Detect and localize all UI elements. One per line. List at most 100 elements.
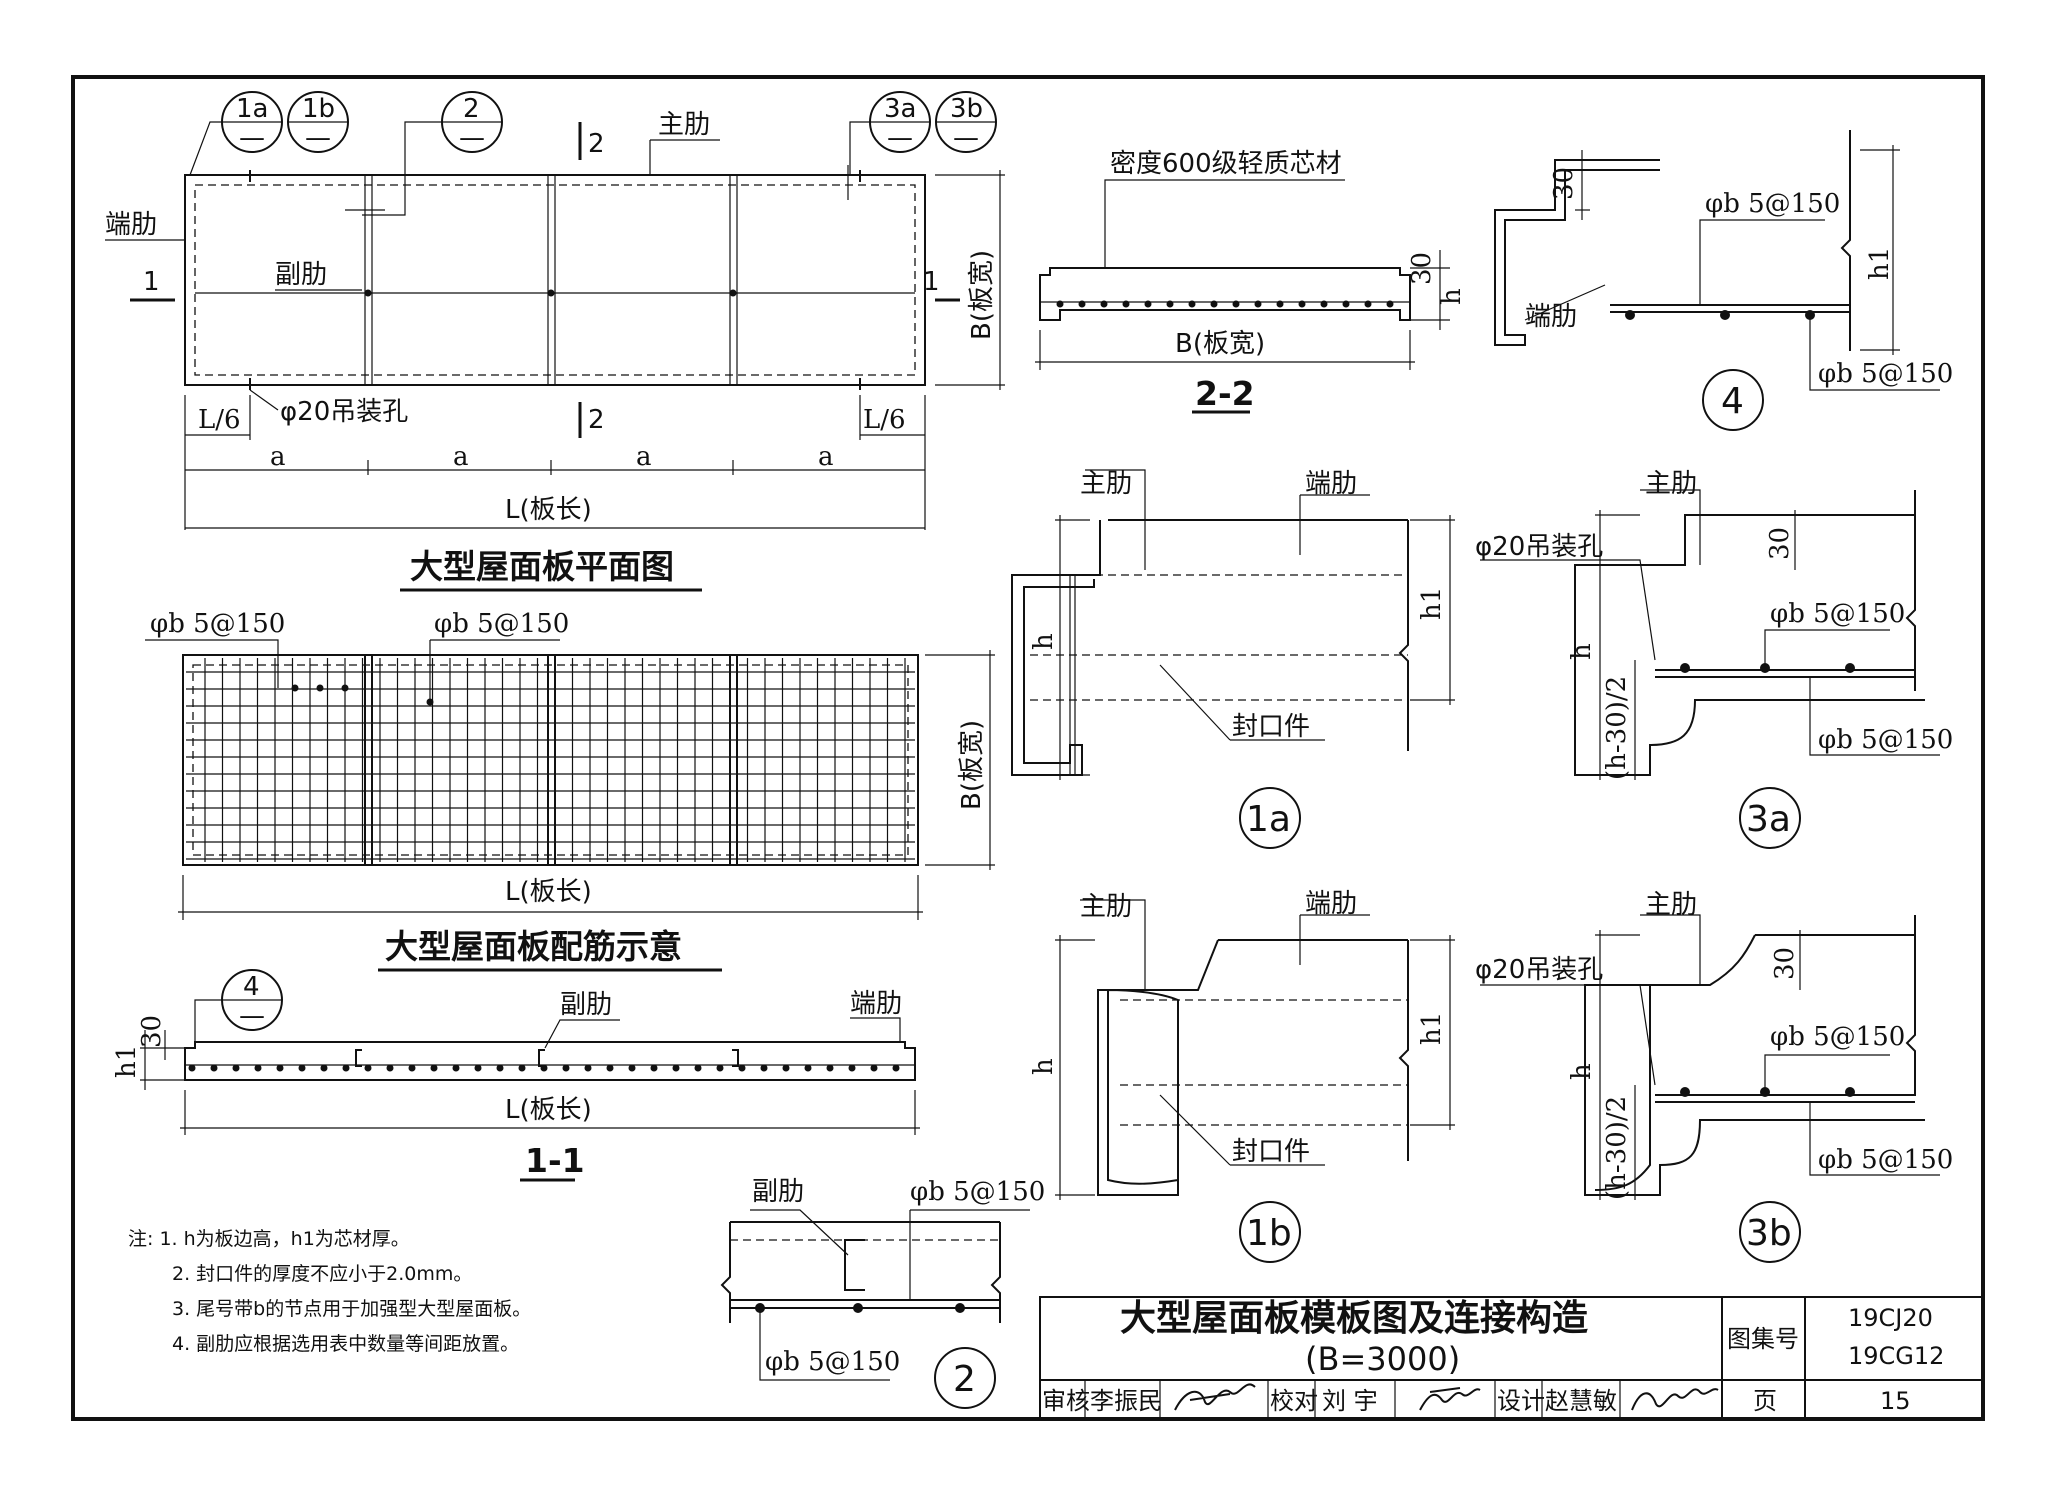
detail1b-seal: 封口件 (1232, 1137, 1310, 1167)
rebar-dot (1166, 300, 1174, 308)
rebar-dot (1232, 300, 1240, 308)
plan-section1-left: 1 (143, 267, 160, 297)
reviewer-signature (1174, 1383, 1256, 1411)
detail2-bar-top: φb 5@150 (910, 1177, 1045, 1207)
rebar-dot (386, 1064, 394, 1072)
tag-3a: 3a (884, 94, 916, 124)
detail2-label: 2 (953, 1359, 976, 1400)
plan-section2-top: 2 (588, 129, 605, 159)
rebar-dot (804, 1064, 812, 1072)
detail4-end-rib: 端肋 (1525, 302, 1577, 332)
title-block: 大型屋面板模板图及连接构造 (B=3000) 图集号 19CJ20 19CG12… (1039, 1296, 1984, 1420)
plan-end-rib: 端肋 (105, 210, 157, 240)
tag-sub-1a: — (239, 123, 265, 153)
tag-3b: 3b (950, 94, 983, 124)
sec22-width: B(板宽) (1175, 329, 1265, 359)
rebar-dot (1056, 300, 1064, 308)
section-2-2: 密度600级轻质芯材 B(板宽) 30 h 2-2 (1035, 149, 1467, 414)
titleblock-title: 大型屋面板模板图及连接构造 (1120, 1298, 1588, 1339)
plan-l6-right: L/6 (863, 405, 906, 435)
sec22-title: 2-2 (1195, 374, 1255, 413)
rebar-dot (1386, 300, 1394, 308)
detail1b-label: 1b (1246, 1213, 1292, 1254)
rebar-dot (650, 1064, 658, 1072)
detail3a-hh: (h-30)/2 (1602, 676, 1632, 780)
sec11-tag: 4 (243, 972, 260, 1002)
rebar-length: L(板长) (505, 877, 592, 907)
detail-3a: 主肋 φ20吊装孔 φb 5@150 φb 5@150 h (h-30)/2 3… (1475, 469, 1953, 849)
note-2: 2. 封口件的厚度不应小于2.0mm。 (172, 1263, 472, 1285)
detail3a-bar-bot: φb 5@150 (1818, 725, 1953, 755)
titleblock-atlas1: 19CJ20 (1848, 1304, 1933, 1332)
rebar-dot (826, 1064, 834, 1072)
rebar-dot (892, 1064, 900, 1072)
titleblock-checker: 刘 宇 (1322, 1387, 1378, 1415)
sec22-h: h (1437, 288, 1467, 305)
rebar-dot (1276, 300, 1284, 308)
rebar-dot (1100, 300, 1108, 308)
rebar-dot (1320, 300, 1328, 308)
rebar-dot (760, 1064, 768, 1072)
tag-sub-3a: — (887, 123, 913, 153)
checker-signature (1419, 1387, 1481, 1411)
titleblock-page-label: 页 (1753, 1387, 1777, 1415)
rebar-dot (628, 1064, 636, 1072)
plan-section1-right: 1 (923, 267, 940, 297)
detail1a-h: h (1029, 633, 1059, 650)
rebar-dot (518, 1064, 526, 1072)
plan-a-3: a (636, 442, 652, 472)
rebar-dot (430, 1064, 438, 1072)
tag-1a: 1a (236, 94, 268, 124)
titleblock-atlas-label: 图集号 (1727, 1325, 1799, 1353)
sec22-core: 密度600级轻质芯材 (1110, 149, 1342, 179)
tag-2: 2 (463, 94, 480, 124)
rebar-dot (1342, 300, 1350, 308)
detail1a-label: 1a (1246, 799, 1291, 840)
titleblock-atlas2: 19CG12 (1848, 1342, 1944, 1370)
detail2-bar-bot: φb 5@150 (765, 1347, 900, 1377)
sec11-end-rib: 端肋 (850, 989, 902, 1019)
rebar-dot (210, 1064, 218, 1072)
detail1a-h1: h1 (1417, 587, 1447, 620)
rebar-bar1: φb 5@150 (150, 609, 285, 639)
plan-length: L(板长) (505, 495, 592, 525)
rebar-dot (408, 1064, 416, 1072)
titleblock-page: 15 (1880, 1387, 1911, 1415)
notes: 注: 1. h为板边高，h1为芯材厚。 2. 封口件的厚度不应小于2.0mm。 … (128, 1228, 531, 1355)
plan-width: B(板宽) (967, 250, 997, 340)
detail1a-main-rib: 主肋 (1080, 469, 1132, 499)
detail3a-main-rib: 主肋 (1645, 469, 1697, 499)
designer-signature (1631, 1388, 1719, 1411)
detail3b-main-rib: 主肋 (1645, 890, 1697, 920)
rebar-dot (562, 1064, 570, 1072)
detail-3b: 主肋 φ20吊装孔 φb 5@150 φb 5@150 h (h-30)/2 3… (1475, 890, 1953, 1263)
sheet-border (71, 75, 1985, 1421)
detail-1a: 主肋 端肋 封口件 h h1 1a (1011, 469, 1455, 849)
titleblock-design: 设计 (1497, 1387, 1545, 1415)
plan-main-rib: 主肋 (658, 110, 710, 140)
rebar-dot (716, 1064, 724, 1072)
rebar-dot (1364, 300, 1372, 308)
note-4: 4. 副肋应根据选用表中数量等间距放置。 (172, 1333, 519, 1355)
detail3b-bar-top: φb 5@150 (1770, 1022, 1905, 1052)
rebar-title: 大型屋面板配筋示意 (385, 927, 682, 966)
plan-hole: φ20吊装孔 (280, 397, 408, 427)
detail1a-seal: 封口件 (1232, 712, 1310, 742)
detail-4: 30 h1 φb 5@150 φb 5@150 端肋 4 (1494, 130, 1953, 431)
detail3b-30: 30 (1770, 947, 1800, 980)
detail4-label: 4 (1721, 381, 1744, 422)
detail4-bar-bot: φb 5@150 (1818, 359, 1953, 389)
rebar-dot (738, 1064, 746, 1072)
detail1b-main-rib: 主肋 (1080, 892, 1132, 922)
rebar-dot (474, 1064, 482, 1072)
rebar-width: B(板宽) (957, 720, 987, 810)
detail4-bar-top: φb 5@150 (1705, 189, 1840, 219)
rebar-dot (606, 1064, 614, 1072)
sec11-title: 1-1 (525, 1141, 585, 1180)
plan-l6-left: L/6 (198, 405, 241, 435)
rebar-dot (1078, 300, 1086, 308)
rebar-dot (276, 1064, 284, 1072)
detail3b-label: 3b (1746, 1213, 1792, 1254)
detail3a-label: 3a (1746, 799, 1791, 840)
detail-1b: 主肋 端肋 封口件 h h1 1b (1029, 889, 1455, 1263)
